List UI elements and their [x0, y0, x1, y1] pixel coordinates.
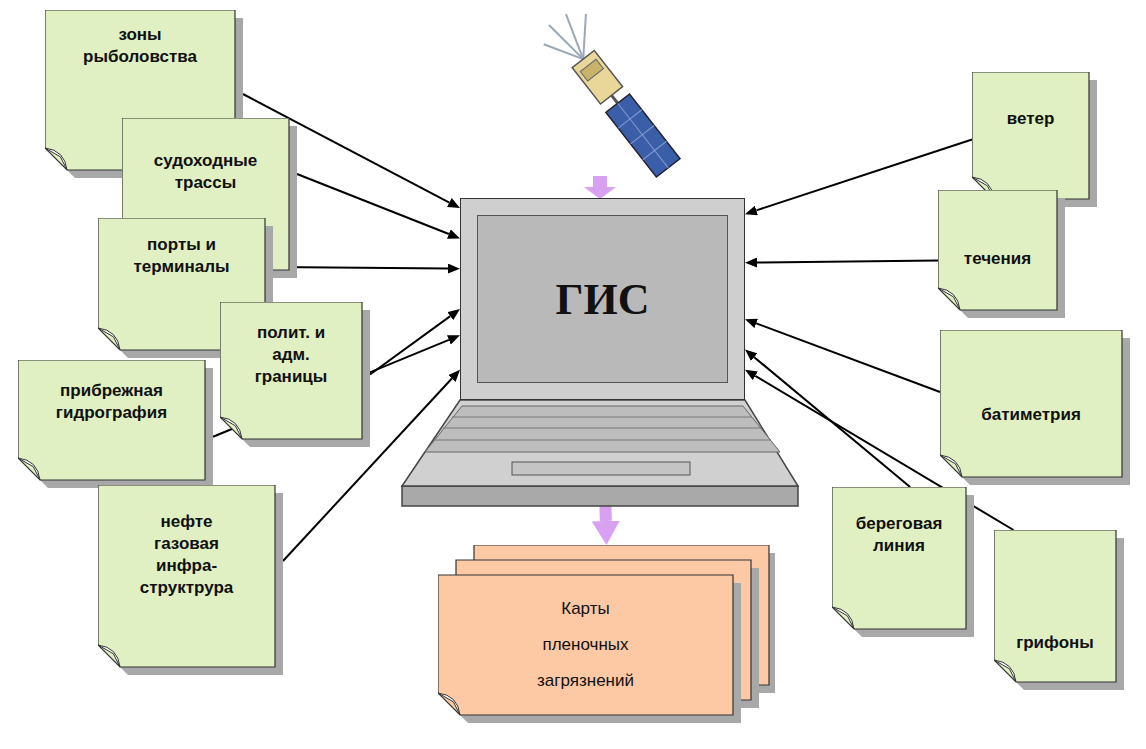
sheet-fold [940, 455, 962, 477]
document-sheet [940, 330, 1122, 477]
document-sheet [972, 72, 1089, 199]
satellite-arrow [584, 176, 616, 199]
screen-title: ГИС [556, 274, 650, 325]
document-shape [832, 487, 974, 637]
sheet-fold [18, 458, 40, 480]
stacked-sheets [438, 545, 775, 723]
data-arrow [297, 174, 449, 234]
layer-label: порты и терминалы [122, 234, 242, 278]
laptop-keyboard [402, 400, 798, 506]
document-sheet [438, 575, 733, 715]
sheet-fold [220, 417, 242, 439]
document-shape [18, 360, 213, 488]
document-shape [972, 72, 1097, 207]
layer-label: батиметрия [956, 404, 1106, 426]
sheet-fold [98, 645, 120, 667]
sheet-fold [832, 607, 854, 629]
layer-label: нефте газовая инфра- структрура [132, 511, 242, 599]
layer-label: полит. и адм. границы [241, 322, 341, 388]
gis-screen: ГИС [460, 198, 745, 400]
layer-label: грифоны [1000, 632, 1110, 654]
document-sheet [220, 302, 362, 439]
document-sheet [994, 530, 1116, 682]
output-label: Карты пленочных загрязнений [521, 591, 651, 699]
layer-label: течения [948, 248, 1048, 270]
sheet-fold [994, 660, 1016, 682]
layer-label: ветер [981, 108, 1081, 130]
satellite-icon [536, 3, 691, 182]
data-arrow [273, 267, 448, 269]
document-sheet [832, 487, 966, 629]
sheet-fold [938, 288, 960, 310]
layer-label: судоходные трассы [146, 150, 266, 194]
sheet-fold [45, 148, 67, 170]
document-sheet [938, 190, 1057, 310]
layer-label: зоны рыболовства [75, 24, 205, 68]
data-arrow [757, 260, 938, 262]
layer-label: прибрежная гидрография [47, 380, 177, 424]
sheet-fold [98, 328, 120, 350]
sheet-fold [438, 693, 460, 715]
document-sheet [18, 360, 205, 480]
document-shape [994, 530, 1124, 690]
document-sheet [98, 485, 275, 667]
layer-label: береговая линия [844, 513, 954, 557]
